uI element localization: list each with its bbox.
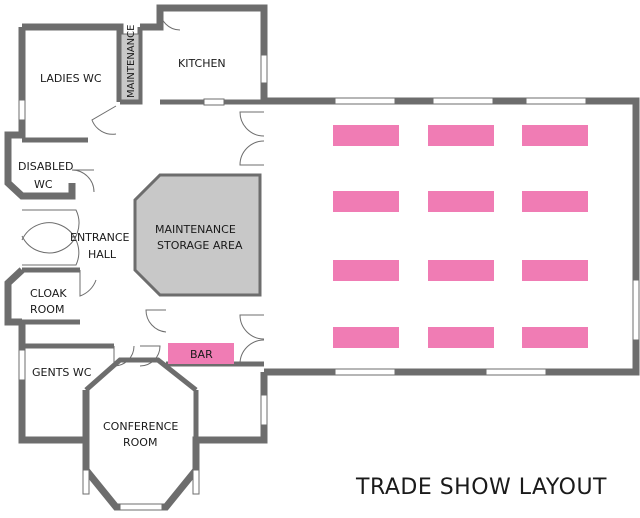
table [428,191,494,212]
label-disabled: DISABLED [18,160,74,173]
layout-title: TRADE SHOW LAYOUT [355,475,607,500]
label-cloak-room: ROOM [30,303,64,316]
table [333,260,399,281]
doors [21,9,265,367]
label-conference: CONFERENCE [103,420,178,433]
table [428,260,494,281]
bar-counter [168,343,234,364]
label-bar: BAR [190,348,213,361]
label-hall: HALL [88,248,117,261]
label-storage-1: MAINTENANCE [155,223,236,236]
table [428,327,494,348]
table [522,327,588,348]
upper-block-walls [4,4,268,200]
table [522,260,588,281]
trade-show-tables [333,125,588,348]
label-storage-2: STORAGE AREA [157,239,243,252]
storage-area [133,173,262,297]
label-disabled-wc: WC [34,178,53,191]
label-ladies-wc: LADIES WC [40,72,102,85]
maintenance-closet [120,33,140,101]
table [333,327,399,348]
label-maintenance: MAINTENANCE [126,25,137,98]
table [428,125,494,146]
label-kitchen: KITCHEN [178,57,226,70]
label-entrance: ENTRANCE [70,231,130,244]
table [522,191,588,212]
label-conference-room: ROOM [123,436,157,449]
label-cloak: CLOAK [30,287,67,300]
label-gents-wc: GENTS WC [32,366,92,379]
lower-block-walls [4,267,268,511]
table [333,125,399,146]
table [333,191,399,212]
table [522,125,588,146]
main-hall-walls [264,97,640,376]
